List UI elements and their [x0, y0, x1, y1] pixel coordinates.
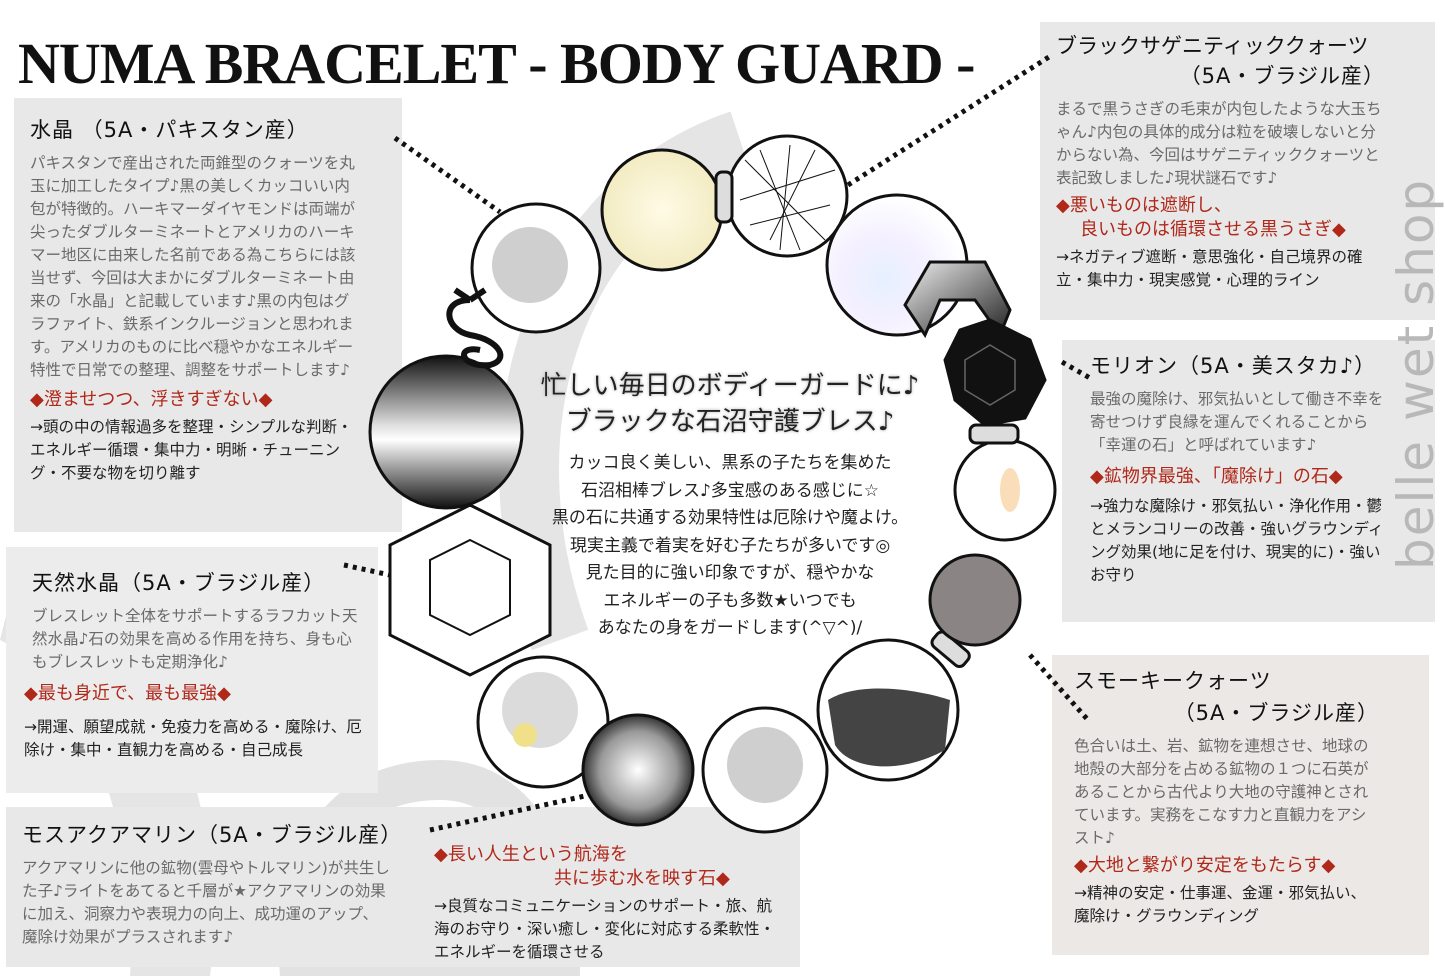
stone-name: モリオン（5A・美スタカ♪） — [1090, 354, 1377, 378]
stone-effects: →良質なコミュニケーションのサポート・旅、航海のお守り・深い癒し・変化に対応する… — [434, 897, 776, 961]
spacer — [968, 423, 1020, 445]
panel-black-sagenitic: ブラックサゲニティッククォーツ （5A・ブラジル産） まるで黒うさぎの毛束が内包… — [1040, 22, 1435, 320]
stone-name: スモーキークォーツ — [1074, 669, 1272, 693]
panel-smoky-quartz: スモーキークォーツ （5A・ブラジル産） 色合いは土、岩、鉱物を連想させ、地球の… — [1052, 655, 1429, 955]
center-copy: 忙しい毎日のボディーガードに♪ ブラックな石沼守護ブレス♪ カッコ良く美しい、黒… — [510, 368, 950, 643]
panel-quartz: 水晶 （5A・パキスタン産） パキスタンで産出された両錐型のクォーツを丸玉に加工… — [14, 98, 402, 532]
stone-description: パキスタンで産出された両錐型のクォーツを丸玉に加工したタイプ♪黒の美しくカッコい… — [30, 154, 356, 379]
stone-description: 色合いは土、岩、鉱物を連想させ、地球の地殻の大部分を占める鉱物の１つに石英がある… — [1074, 737, 1369, 847]
stone-name: ブラックサゲニティッククォーツ — [1056, 34, 1369, 58]
stone-effects: →頭の中の情報過多を整理・シンプルな判断・エネルギー循環・集中力・明晰・チューニ… — [30, 418, 353, 482]
stone-slogan: ◆長い人生という航海を — [434, 844, 628, 865]
bead-yellow — [600, 148, 724, 272]
center-text-line: あなたの身をガードします(^▽^)/ — [597, 618, 863, 638]
stone-description: 最強の魔除け、邪気払いとして働き不幸を寄せつけず良縁を運んでくれることから「幸運… — [1090, 390, 1384, 454]
page-title: NUMA BRACELET - BODY GUARD - — [18, 31, 975, 96]
stone-effects: →精神の安定・仕事運、金運・邪気払い、魔除け・グラウンディング — [1074, 884, 1366, 925]
panel-morion: モリオン（5A・美スタカ♪） 最強の魔除け、邪気払いとして働き不幸を寄せつけず良… — [1062, 340, 1435, 622]
center-text-line: 石沼相棒ブレス♪多宝感のある感じに☆ — [580, 480, 880, 501]
bead-grey-sphere — [581, 713, 695, 827]
connector-dotted-lines — [343, 52, 1092, 833]
bead-morion — [943, 318, 1047, 427]
panel-natural-crystal: 天然水晶（5A・ブラジル産） ブレスレット全体をサポートするラフカット天然水晶♪… — [6, 547, 378, 793]
stone-slogan: ◆最も身近で、最も最強◆ — [24, 683, 231, 704]
bead-grey — [928, 553, 1022, 647]
headline-line: ブラックな石沼守護ブレス♪ — [565, 407, 895, 437]
stone-name: モスアクアマリン（5A・ブラジル産） — [22, 823, 403, 847]
stone-slogan: ◆澄ませつつ、浮きすぎない◆ — [30, 389, 273, 410]
stone-effects: →開運、願望成就・免疫力を高める・魔除け、厄除け・集中・直観力を高める・自己成長 — [24, 718, 362, 759]
spacer — [714, 170, 734, 224]
stone-name: 水晶 （5A・パキスタン産） — [30, 118, 309, 142]
stone-name: 天然水晶（5A・ブラジル産） — [32, 571, 326, 595]
center-text-line: 見た目的に強い印象ですが、穏やかな — [585, 563, 875, 583]
center-text-line: カッコ良く美しい、黒系の子たちを集めた — [568, 453, 892, 473]
stone-description: ブレスレット全体をサポートするラフカット天然水晶♪石の効果を高める作用を持ち、身… — [32, 607, 358, 671]
center-text-line: エネルギーの子も多数★いつでも — [603, 590, 857, 611]
stone-slogan: ◆鉱物界最強、「魔除け」の石◆ — [1090, 466, 1343, 487]
bead-rough-crystal-hexagon — [388, 503, 552, 677]
stone-description: まるで黒うさぎの毛束が内包したような大玉ちゃん♪内包の具体的成分は粒を破壊しない… — [1056, 100, 1382, 187]
sagenitic-needles — [739, 144, 836, 251]
dragon-icon — [446, 287, 504, 369]
stone-slogan: 良いものは循環させる黒うさぎ◆ — [1080, 219, 1346, 240]
stone-origin: （5A・ブラジル産） — [1179, 64, 1385, 88]
center-text-line: 黒の石に共通する効果特性は厄除けや魔よけ。 — [551, 508, 909, 528]
stone-slogan: ◆悪いものは遮断し、 — [1056, 195, 1232, 216]
stone-effects: →強力な魔除け・邪気払い・浄化作用・鬱とメランコリーの改善・強いグラウンディング… — [1090, 497, 1384, 584]
stone-slogan: ◆大地と繋がり安定をもたらす◆ — [1074, 855, 1336, 876]
center-text-line: 現実主義で着実を好む子たちが多いです◎ — [569, 535, 891, 556]
watermark: belle wet shop — [1387, 177, 1445, 570]
stone-origin: （5A・ブラジル産） — [1173, 701, 1379, 725]
headline-line: 忙しい毎日のボディーガードに♪ — [540, 371, 920, 401]
panel-moss-aquamarine: モスアクアマリン（5A・ブラジル産） アクアマリンに他の鉱物(雲母やトルマリン)… — [6, 807, 800, 967]
bead-black-sagenitic — [725, 134, 849, 258]
stone-slogan: 共に歩む水を映す石◆ — [554, 868, 730, 889]
bead-black-metallic — [368, 354, 524, 510]
stone-effects: →ネガティブ遮断・意思強化・自己境界の確立・集中力・現実感覚・心理的ライン — [1056, 248, 1363, 289]
stone-description: アクアマリンに他の鉱物(雲母やトルマリン)が共生した子♪ライトをあてると千層が★… — [22, 859, 390, 946]
